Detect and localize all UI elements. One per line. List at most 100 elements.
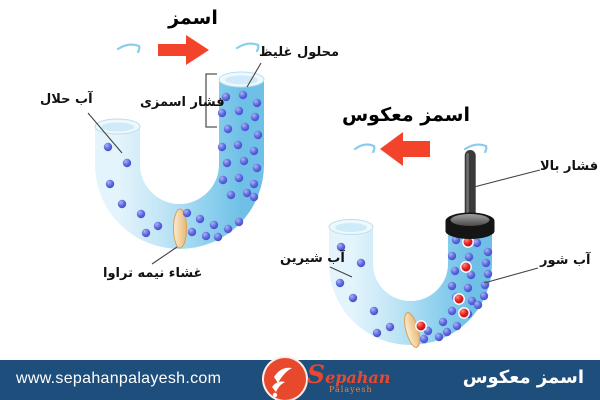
solute-particle — [335, 278, 345, 288]
solute-particle — [234, 217, 244, 227]
solute-particle — [141, 228, 151, 238]
solute-particle — [464, 252, 474, 262]
solute-particle — [250, 112, 260, 122]
footer-caption: اسمز معکوس — [462, 367, 584, 388]
piston — [445, 150, 495, 239]
solute-particle — [419, 334, 429, 344]
piston-rod-highlight — [466, 153, 469, 221]
left-membrane — [173, 208, 187, 249]
solute-particle — [234, 173, 244, 183]
water-drop-icon — [235, 42, 260, 53]
solute-particle — [472, 238, 482, 248]
concentrated-solution-line — [246, 62, 262, 88]
solute-particle — [217, 108, 227, 118]
right-tube-particles — [335, 235, 493, 344]
solute-particle — [187, 227, 197, 237]
title-reverse-osmosis: اسمز معکوس — [341, 104, 470, 126]
solute-particle — [105, 179, 115, 189]
solute-particle — [467, 296, 477, 306]
solute-particle — [473, 300, 483, 310]
solute-particle — [223, 224, 233, 234]
solute-particle — [217, 142, 227, 152]
solute-particle — [233, 140, 243, 150]
label-salt-water: آب شور — [540, 253, 591, 268]
label-concentrated-solution: محلول غلیظ — [259, 45, 340, 60]
brand-subtitle: Palayesh — [329, 385, 373, 394]
solute-particle — [234, 106, 244, 116]
solute-particle — [463, 283, 473, 293]
solute-particle — [369, 306, 379, 316]
solute-particle — [447, 251, 457, 261]
solute-particle — [442, 327, 452, 337]
solute-particle — [450, 266, 460, 276]
solute-particle — [117, 199, 127, 209]
solute-particle — [348, 293, 358, 303]
solute-particle — [483, 247, 493, 257]
label-solvent-water: آب حلال — [40, 92, 93, 107]
solute-particle — [136, 209, 146, 219]
solute-particle — [452, 321, 462, 331]
reverse-osmosis-direction-arrow — [380, 132, 430, 166]
solute-particle — [252, 163, 262, 173]
solute-particle — [195, 214, 205, 224]
solute-particle — [249, 179, 259, 189]
water-drop-icons — [116, 42, 488, 154]
solute-particle — [222, 158, 232, 168]
label-high-pressure: فشار بالا — [540, 159, 599, 174]
solute-particle — [385, 322, 395, 332]
water-drop-icon — [353, 143, 376, 154]
right-tube-left-opening-inner — [335, 223, 367, 232]
left-tube-particles — [103, 90, 263, 242]
solute-particle — [122, 158, 132, 168]
leader-lines — [87, 62, 541, 284]
solvent-water-line — [87, 112, 123, 154]
label-semipermeable-membrane: غشاء نیمه تراوا — [103, 266, 203, 281]
brand-logo — [262, 356, 308, 400]
osmosis-direction-arrow — [158, 35, 209, 65]
solute-particle — [239, 156, 249, 166]
salt-particle — [460, 261, 472, 273]
fresh-water-line — [329, 266, 353, 278]
solute-particle — [201, 231, 211, 241]
solute-particle — [447, 281, 457, 291]
membrane-line — [151, 246, 178, 265]
osmotic-pressure-bracket — [205, 73, 217, 128]
droplet-icon — [272, 367, 292, 398]
water-drop-icon — [116, 43, 141, 54]
solute-particle — [182, 208, 192, 218]
salt-particle — [458, 307, 470, 319]
solute-particle — [249, 146, 259, 156]
solute-particle — [434, 332, 444, 342]
solute-particle — [238, 90, 248, 100]
solute-particle — [213, 232, 223, 242]
solute-particle — [479, 291, 489, 301]
solute-particle — [153, 221, 163, 231]
solute-particle — [240, 122, 250, 132]
solute-particle — [242, 188, 252, 198]
solute-particle — [223, 124, 233, 134]
label-fresh-water: آب شیرین — [280, 251, 345, 266]
solute-particle — [336, 242, 346, 252]
solute-particle — [356, 258, 366, 268]
left-tube-left-opening-inner — [101, 122, 134, 132]
solute-particle — [483, 269, 493, 279]
solute-particle — [253, 130, 263, 140]
solute-particle — [221, 92, 231, 102]
piston-cap-top — [450, 214, 490, 226]
solute-particle — [103, 142, 113, 152]
solute-particle — [249, 192, 259, 202]
solute-particle — [447, 306, 457, 316]
solute-particle — [252, 98, 262, 108]
website-url: www.sepahanpalayesh.com — [16, 370, 222, 387]
salt-water-line — [483, 267, 539, 284]
water-drop-icon — [463, 143, 488, 154]
brand-name: Sepahan — [307, 360, 391, 389]
right-tube-salt-particles — [415, 236, 474, 332]
title-osmosis: اسمز — [168, 7, 218, 29]
solute-particle — [466, 270, 476, 280]
solute-particle — [480, 280, 490, 290]
solute-particle — [481, 258, 491, 268]
salt-particle — [453, 293, 465, 305]
